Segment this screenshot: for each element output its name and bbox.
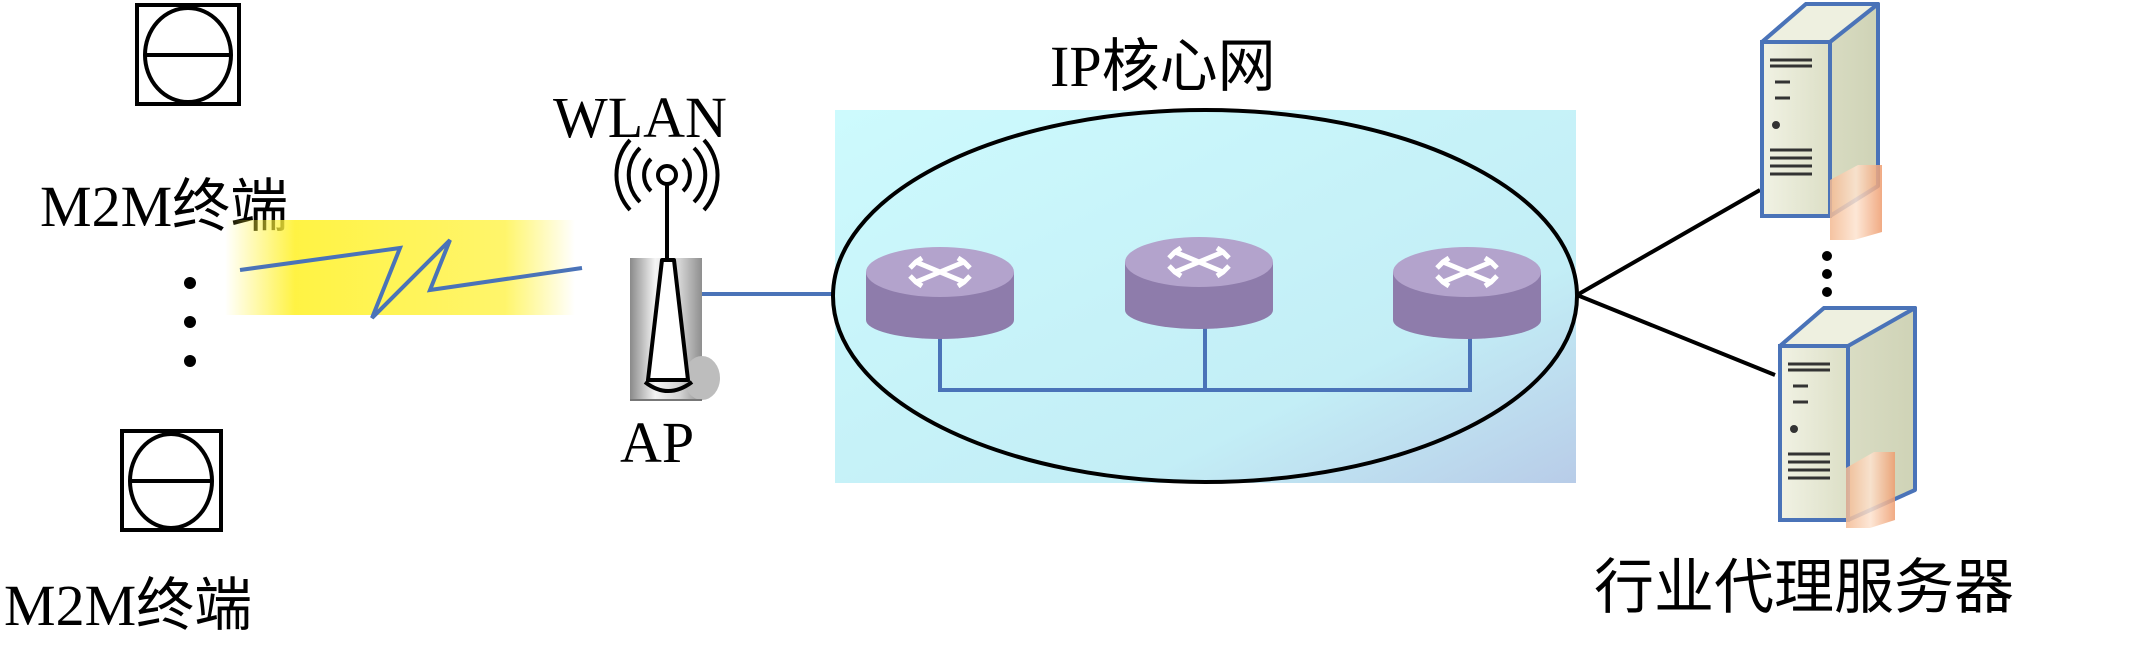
wifi-signal-icon xyxy=(614,138,720,258)
router-arrows-icon xyxy=(1167,245,1231,279)
lightning-bolt-icon xyxy=(239,238,583,320)
router-3 xyxy=(1393,247,1541,339)
router-links xyxy=(938,320,1472,392)
server-label: 行业代理服务器 xyxy=(1594,555,2014,621)
terminal-label-bottom: M2M终端 xyxy=(4,573,252,638)
wireless-link xyxy=(225,220,583,320)
core-server-link-top xyxy=(1576,188,1761,297)
core-server-link-bottom xyxy=(1576,293,1776,377)
m2m-terminal-top xyxy=(135,3,241,106)
server-bottom xyxy=(1778,306,1917,528)
router-1 xyxy=(866,247,1014,339)
router-arrows-icon xyxy=(908,255,972,289)
wireless-glow xyxy=(225,220,575,315)
ap-label: AP xyxy=(620,410,694,475)
router-arrows-icon xyxy=(1435,255,1499,289)
router-2 xyxy=(1125,237,1273,329)
m2m-terminal-bottom xyxy=(120,429,223,532)
vertical-ellipsis xyxy=(184,277,196,367)
access-point-icon xyxy=(630,258,720,401)
core-network-label: IP核心网 xyxy=(1050,34,1276,99)
vertical-ellipsis xyxy=(1822,251,1832,297)
server-top xyxy=(1760,2,1882,240)
wlan-label: WLAN xyxy=(553,85,727,150)
